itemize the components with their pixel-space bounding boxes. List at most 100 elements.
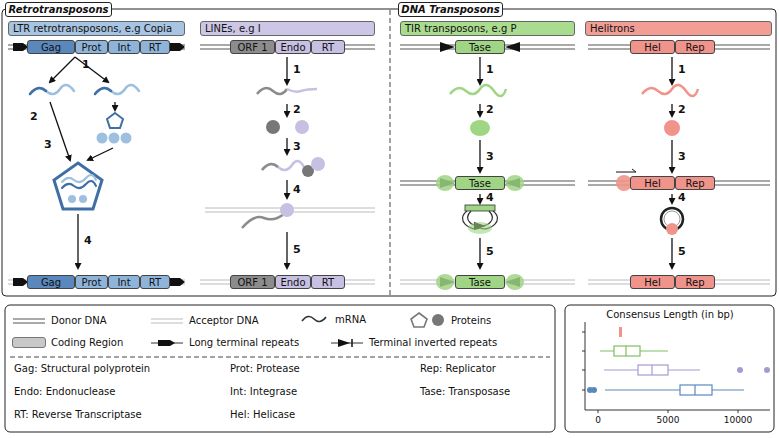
legend-text: Long terminal repeats — [189, 337, 299, 348]
step-number: 2 — [293, 103, 301, 116]
legend-item: mRNA — [300, 313, 366, 325]
legend-sample — [150, 316, 184, 326]
coding-region: Rep — [675, 40, 715, 54]
node-text: Hel — [644, 42, 660, 53]
coding-region: Rep — [675, 176, 715, 190]
node-text: Int — [117, 277, 130, 288]
node-text: Gag — [41, 42, 61, 53]
abbreviation: Int: Integrase — [230, 386, 297, 397]
legend-sample — [12, 316, 46, 326]
node-text: Retrotransposons — [8, 4, 108, 15]
legend-sample — [150, 338, 189, 348]
abbreviation: Rep: Replicator — [420, 363, 496, 374]
coding-region: Gag — [27, 40, 75, 54]
legend-sample — [12, 316, 51, 326]
step-number: 1 — [678, 63, 686, 76]
node-text: Tase — [469, 42, 491, 53]
node-text: LTR retrotransposons, e.g Copia — [13, 23, 172, 34]
node-text: RT — [149, 277, 161, 288]
node-text: Helitrons — [590, 23, 635, 34]
legend-item: Terminal inverted repeats — [330, 337, 497, 348]
node-text: RT — [322, 42, 334, 53]
legend-text: Proteins — [451, 315, 491, 326]
header-band: LINEs, e.g I — [200, 21, 375, 36]
node-text: Int — [117, 42, 130, 53]
node-text: Endo — [280, 42, 305, 53]
header-band: LTR retrotransposons, e.g Copia — [8, 21, 185, 36]
legend-item: Acceptor DNA — [150, 315, 259, 326]
node-text: Hel — [644, 178, 660, 189]
node-text: Rep — [686, 277, 705, 288]
step-number: 4 — [678, 191, 686, 204]
legend-text: Donor DNA — [51, 315, 107, 326]
node-text: Endo — [280, 277, 305, 288]
node-text: Rep — [686, 178, 705, 189]
legend-text: mRNA — [335, 314, 366, 325]
legend-sample — [300, 313, 330, 325]
coding-region: RT — [311, 40, 345, 54]
abbreviation: Gag: Structural polyprotein — [14, 363, 150, 374]
step-number: 4 — [486, 191, 494, 204]
node-text: Hel — [644, 277, 660, 288]
legend-item: Coding Region — [12, 337, 123, 348]
node-text: Prot — [82, 277, 102, 288]
node-text: Gag — [41, 277, 61, 288]
legend-sample — [330, 338, 369, 348]
coding-region: RT — [311, 275, 345, 289]
step-number: 1 — [293, 63, 301, 76]
coding-region: Hel — [630, 176, 675, 190]
coding-region: Endo — [275, 275, 311, 289]
step-number: 4 — [84, 234, 92, 247]
step-number: 2 — [678, 103, 686, 116]
coding-region: Prot — [75, 275, 108, 289]
node-text: Tase — [469, 277, 491, 288]
step-number: 1 — [486, 63, 494, 76]
legend-swatch — [12, 337, 46, 348]
step-number: 5 — [678, 245, 686, 258]
node-text: TIR transposons, e.g P — [405, 23, 516, 34]
step-number: 1 — [82, 58, 90, 71]
legend-item: Long terminal repeats — [150, 337, 299, 348]
step-number: 3 — [293, 140, 301, 153]
legend-sample — [330, 338, 364, 348]
axis-tick: 5000 — [657, 415, 680, 425]
chart-title: Consensus Length (in bp) — [606, 309, 734, 320]
header-band: TIR transposons, e.g P — [400, 21, 575, 36]
legend-text: Coding Region — [51, 337, 123, 348]
coding-region: Int — [108, 40, 140, 54]
node-text: ORF 1 — [237, 42, 267, 53]
coding-region: Tase — [455, 176, 505, 190]
coding-region: Tase — [455, 40, 505, 54]
coding-region: Int — [108, 275, 140, 289]
step-number: 5 — [486, 245, 494, 258]
coding-region: Prot — [75, 40, 108, 54]
step-number: 2 — [30, 110, 38, 123]
header-band: Helitrons — [585, 21, 772, 36]
step-number: 4 — [293, 183, 301, 196]
legend-sample — [410, 312, 451, 328]
axis-tick: 10000 — [724, 415, 753, 425]
abbreviation: RT: Reverse Transcriptase — [14, 409, 142, 420]
legend-sample — [150, 338, 184, 348]
legend-sample — [300, 313, 335, 325]
legend-item: Donor DNA — [12, 315, 107, 326]
coding-region: RT — [140, 275, 170, 289]
coding-region: Rep — [675, 275, 715, 289]
node-text: LINEs, e.g I — [205, 23, 261, 34]
node-text: DNA Transposons — [401, 4, 499, 15]
coding-region: Gag — [27, 275, 75, 289]
node-text: RT — [322, 277, 334, 288]
coding-region: RT — [140, 40, 170, 54]
node-text: Tase — [469, 178, 491, 189]
section-tab: DNA Transposons — [398, 2, 503, 17]
abbreviation: Endo: Endonuclease — [14, 386, 115, 397]
coding-region: ORF 1 — [230, 275, 275, 289]
step-number: 3 — [678, 150, 686, 163]
coding-region: Endo — [275, 40, 311, 54]
step-number: 3 — [44, 138, 52, 151]
abbreviation: Hel: Helicase — [230, 409, 295, 420]
step-number: 3 — [486, 150, 494, 163]
node-text: Rep — [686, 42, 705, 53]
coding-region: Tase — [455, 275, 505, 289]
